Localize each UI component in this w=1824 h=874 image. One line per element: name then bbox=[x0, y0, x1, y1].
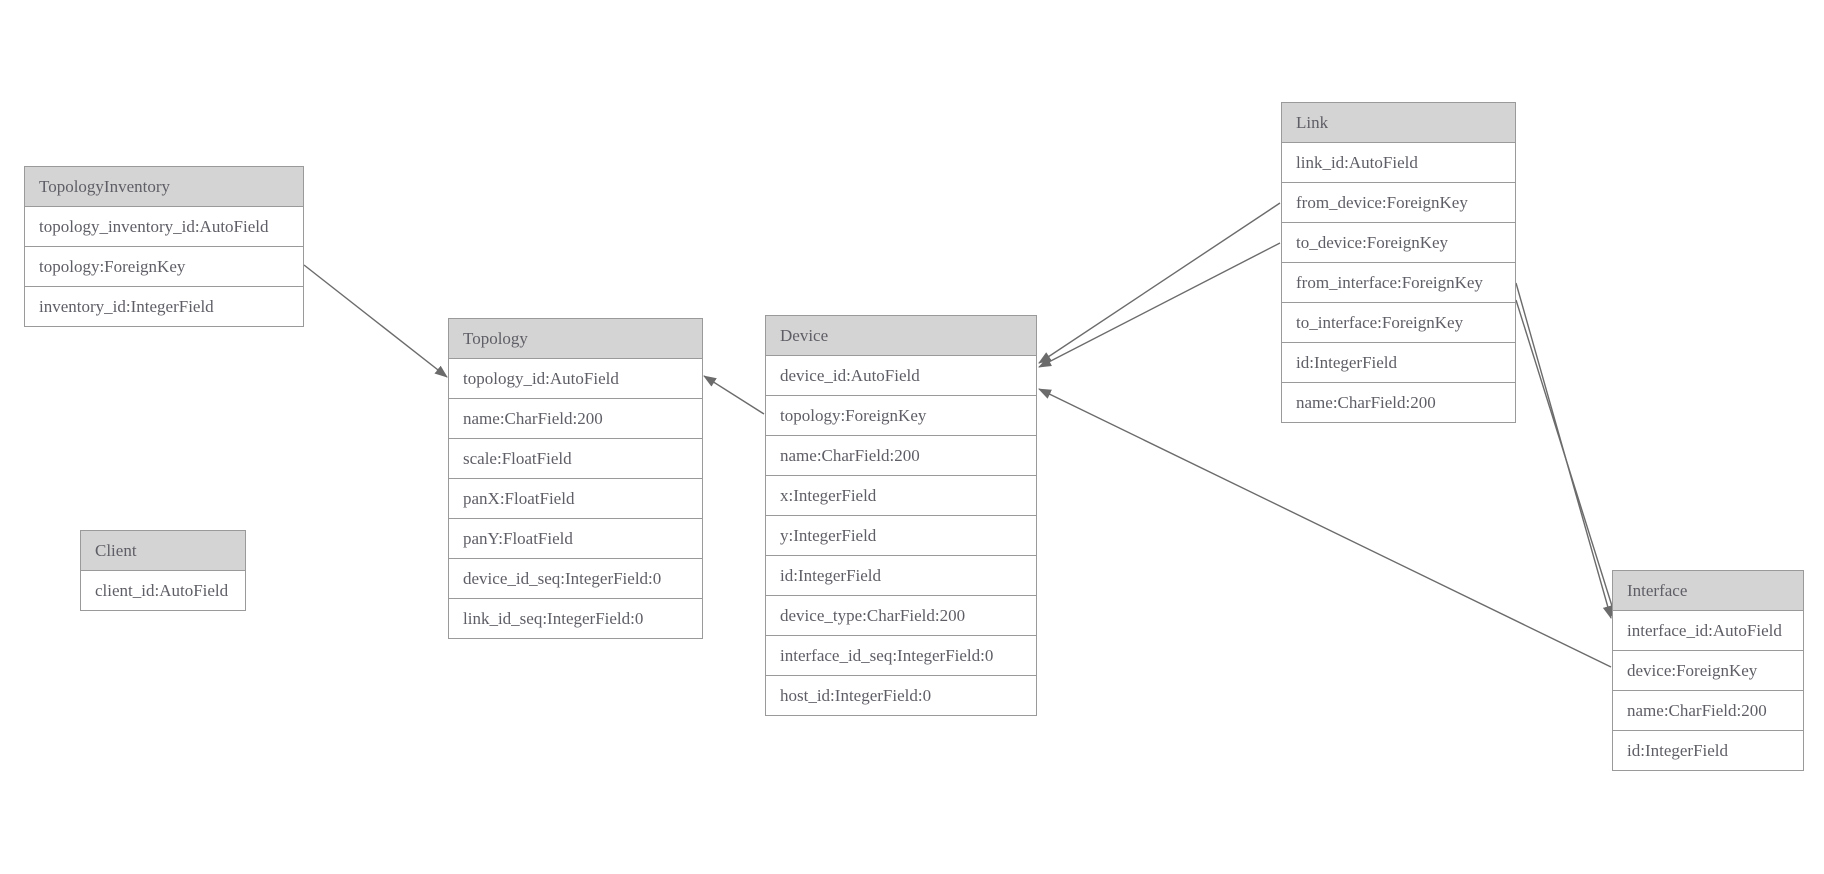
entity-field: x:IntegerField bbox=[766, 476, 1036, 516]
relationship-link-to_interface bbox=[1515, 299, 1619, 623]
entity-field: topology_id:AutoField bbox=[449, 359, 702, 399]
entity-field: device_type:CharField:200 bbox=[766, 596, 1036, 636]
relationship-topologyinventory-topology bbox=[303, 264, 448, 378]
entity-title-interface: Interface bbox=[1613, 571, 1803, 611]
relationship-link-from_interface bbox=[1515, 282, 1613, 619]
entity-field: name:CharField:200 bbox=[766, 436, 1036, 476]
entity-field: topology:ForeignKey bbox=[25, 247, 303, 287]
entity-title-client: Client bbox=[81, 531, 245, 571]
entity-field: y:IntegerField bbox=[766, 516, 1036, 556]
entity-field: client_id:AutoField bbox=[81, 571, 245, 610]
entity-field: host_id:IntegerField:0 bbox=[766, 676, 1036, 715]
entity-field: link_id:AutoField bbox=[1282, 143, 1515, 183]
entity-title-device: Device bbox=[766, 316, 1036, 356]
entity-field: scale:FloatField bbox=[449, 439, 702, 479]
relationship-link-from_device bbox=[1038, 202, 1281, 364]
entity-field: device_id:AutoField bbox=[766, 356, 1036, 396]
entity-field: from_device:ForeignKey bbox=[1282, 183, 1515, 223]
entity-field: panY:FloatField bbox=[449, 519, 702, 559]
entity-field: panX:FloatField bbox=[449, 479, 702, 519]
entity-field: device_id_seq:IntegerField:0 bbox=[449, 559, 702, 599]
entity-title-link: Link bbox=[1282, 103, 1515, 143]
entity-field: topology:ForeignKey bbox=[766, 396, 1036, 436]
relationship-device-topology bbox=[703, 375, 765, 415]
entity-field: name:CharField:200 bbox=[1282, 383, 1515, 422]
entity-field: id:IntegerField bbox=[1613, 731, 1803, 770]
entity-field: device:ForeignKey bbox=[1613, 651, 1803, 691]
entity-field: name:CharField:200 bbox=[449, 399, 702, 439]
entity-field: topology_inventory_id:AutoField bbox=[25, 207, 303, 247]
entity-field: inventory_id:IntegerField bbox=[25, 287, 303, 326]
entity-title-topology: Topology bbox=[449, 319, 702, 359]
entity-title-topology_inventory: TopologyInventory bbox=[25, 167, 303, 207]
entity-field: id:IntegerField bbox=[766, 556, 1036, 596]
entity-field: to_interface:ForeignKey bbox=[1282, 303, 1515, 343]
entity-field: to_device:ForeignKey bbox=[1282, 223, 1515, 263]
entity-field: id:IntegerField bbox=[1282, 343, 1515, 383]
entity-field: link_id_seq:IntegerField:0 bbox=[449, 599, 702, 638]
entity-field: from_interface:ForeignKey bbox=[1282, 263, 1515, 303]
relationship-interface-device bbox=[1038, 388, 1612, 668]
entity-field: name:CharField:200 bbox=[1613, 691, 1803, 731]
entity-field: interface_id_seq:IntegerField:0 bbox=[766, 636, 1036, 676]
entity-field: interface_id:AutoField bbox=[1613, 611, 1803, 651]
relationship-link-to_device bbox=[1038, 242, 1281, 368]
